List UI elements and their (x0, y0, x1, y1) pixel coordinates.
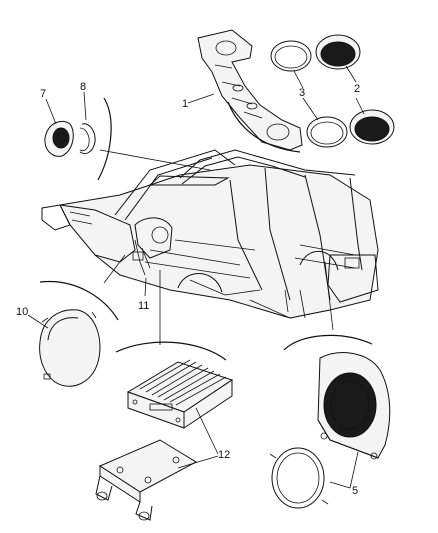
section-arcs (39, 97, 373, 361)
subwoofer-enclosure-icon (317, 352, 391, 460)
callout-10: 10 (16, 306, 28, 318)
subwoofer-ring-icon (269, 447, 329, 509)
overhead-speaker-bar-housing-icon (197, 29, 303, 151)
door-speaker-icon (39, 309, 101, 387)
tweeter-speaker-icon (44, 120, 74, 157)
leader-lines (27, 65, 365, 489)
callout-5: 5 (352, 485, 358, 497)
callout-8: 8 (80, 81, 86, 93)
callout-11: 11 (138, 300, 149, 312)
overhead-speaker-icon (315, 34, 395, 145)
callout-labels: 1 2 3 5 7 8 10 11 12 (16, 81, 360, 497)
callout-2: 2 (354, 83, 360, 95)
callout-7: 7 (40, 88, 46, 100)
dash-wiring-icon (132, 239, 151, 276)
callout-3: 3 (299, 87, 305, 99)
callout-1: 1 (182, 98, 188, 110)
speaker-ring-icon (270, 40, 348, 148)
callout-12: 12 (218, 449, 230, 461)
amplifier-icon (95, 359, 234, 521)
vehicle-body-frame-icon (41, 149, 379, 319)
tweeter-ring-icon (79, 123, 96, 155)
